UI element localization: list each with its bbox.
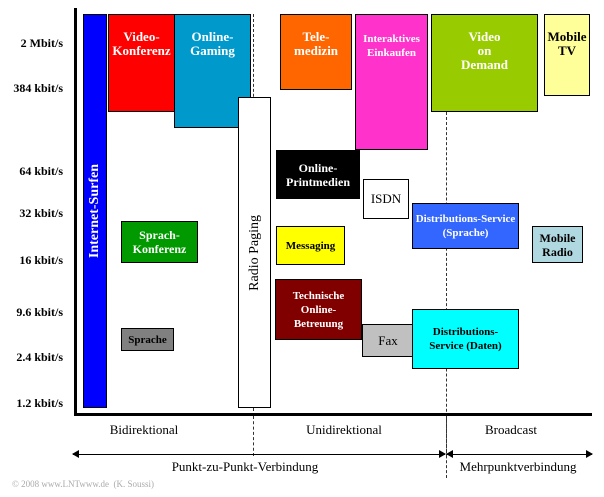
- service-telemedizin: Tele-medizin: [280, 14, 352, 90]
- service-distribution-daten: Distributions-Service (Daten): [412, 309, 519, 369]
- service-radio-paging: Radio Paging: [238, 97, 271, 408]
- service-sprachkonferenz: Sprach-Konferenz: [121, 221, 198, 263]
- divider-line: [253, 416, 254, 456]
- service-sprache: Sprache: [121, 328, 174, 351]
- service-technische-betreuung: Technische Online-Betreuung: [275, 279, 362, 340]
- copyright: © 2008 www.LNTwww.de (K. Soussi): [12, 479, 155, 489]
- service-messaging: Messaging: [276, 226, 345, 265]
- service-distribution-sprache: Distributions-Service (Sprache): [412, 203, 519, 249]
- service-video-on-demand: Video on Demand: [431, 14, 538, 112]
- y-label: 9.6 kbit/s: [16, 305, 63, 319]
- service-fax: Fax: [362, 324, 414, 357]
- category-broadcast: Broadcast: [485, 422, 537, 437]
- y-label: 16 kbit/s: [19, 253, 63, 267]
- divider-line: [446, 112, 447, 457]
- service-mobile-radio: Mobile Radio: [532, 226, 583, 263]
- service-internet: Internet-Surfen: [83, 14, 107, 408]
- y-label: 1.2 kbit/s: [16, 396, 63, 410]
- arrow-punkt-zu-punkt: [72, 450, 446, 458]
- category-unidirektional: Unidirektional: [306, 422, 382, 437]
- y-label: 32 kbit/s: [19, 206, 63, 220]
- x-axis: [74, 413, 592, 416]
- service-isdn: ISDN: [363, 179, 409, 219]
- category-bidirektional: Bidirektional: [109, 422, 179, 437]
- label-mehrpunkt: Mehrpunktverbindung: [459, 459, 577, 474]
- service-online-printmedien: Online-Printmedien: [276, 150, 360, 199]
- arrow-mehrpunkt: [446, 450, 593, 458]
- y-label: 2 Mbit/s: [20, 36, 63, 50]
- y-axis: [74, 8, 77, 416]
- y-label: 2.4 kbit/s: [16, 350, 63, 364]
- service-einkaufen: Interaktives Einkaufen: [355, 14, 428, 150]
- service-mobile-tv: Mobile TV: [544, 14, 590, 96]
- service-videokonferenz: Video-Konferenz: [108, 14, 175, 112]
- divider-line: [446, 416, 447, 478]
- y-label: 384 kbit/s: [13, 81, 63, 95]
- label-punkt-zu-punkt: Punkt-zu-Punkt-Verbindung: [171, 459, 319, 474]
- y-label: 64 kbit/s: [19, 164, 63, 178]
